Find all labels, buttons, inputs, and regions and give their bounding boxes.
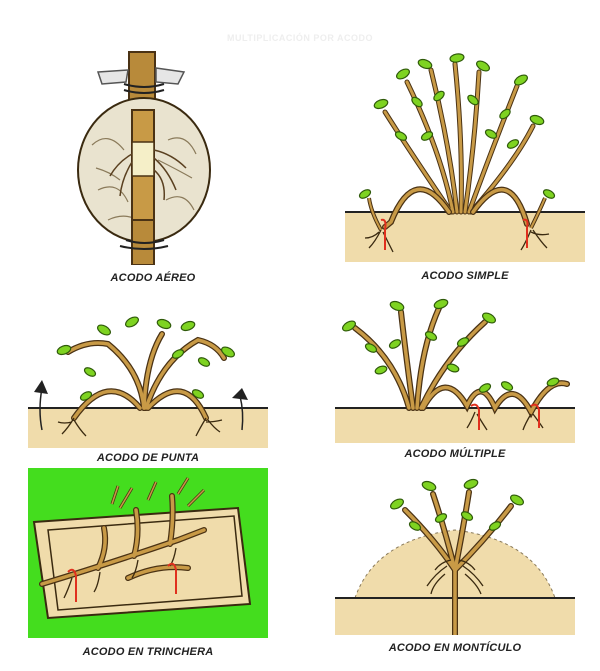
acodo-de-punta-illustration	[28, 316, 268, 448]
caption-acodo-en-trinchera: ACODO EN TRINCHERA	[82, 646, 214, 658]
caption-acodo-aereo: ACODO AÉREO	[110, 272, 196, 284]
panel-acodo-simple	[345, 52, 585, 262]
panel-acodo-de-punta	[28, 300, 268, 448]
caption-acodo-multiple: ACODO MÚLTIPLE	[404, 448, 506, 460]
panel-acodo-en-trinchera	[28, 468, 268, 638]
panel-acodo-en-monticulo	[335, 470, 575, 635]
panel-acodo-aereo	[68, 50, 238, 265]
caption-acodo-de-punta: ACODO DE PUNTA	[96, 452, 200, 464]
caption-acodo-en-monticulo: ACODO EN MONTÍCULO	[388, 642, 522, 654]
acodo-simple-illustration	[345, 53, 585, 262]
panel-acodo-multiple	[335, 298, 575, 443]
caption-acodo-simple: ACODO SIMPLE	[421, 270, 509, 282]
acodo-en-trinchera-illustration	[28, 468, 268, 638]
page-title: MULTIPLICACIÓN POR ACODO	[227, 33, 373, 43]
acodo-multiple-illustration	[335, 298, 575, 443]
acodo-en-monticulo-illustration	[335, 478, 575, 635]
acodo-aereo-illustration	[77, 51, 211, 265]
